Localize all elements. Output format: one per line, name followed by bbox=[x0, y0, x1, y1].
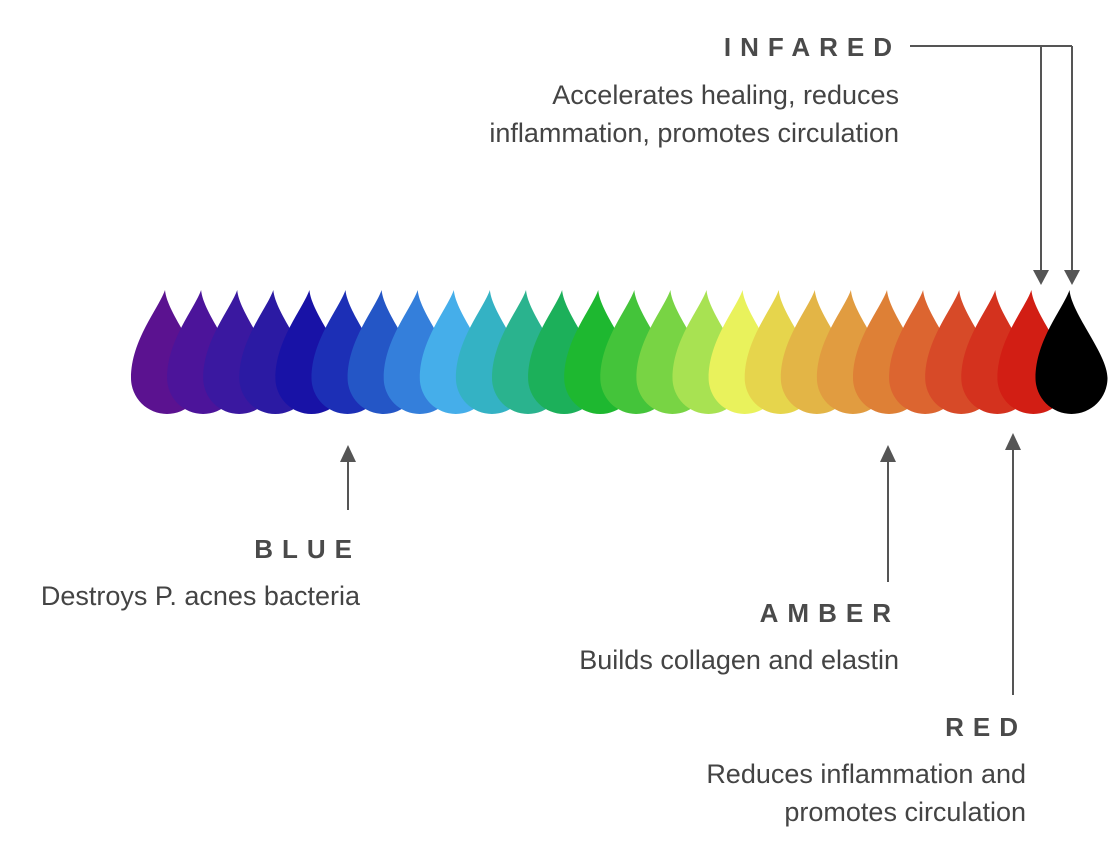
red-heading: RED bbox=[945, 712, 1027, 742]
infared-arrow-2-head bbox=[1064, 270, 1080, 285]
red-arrow-head bbox=[1005, 433, 1021, 450]
infared-description-line-1: Accelerates healing, reduces bbox=[552, 80, 899, 110]
infared-heading: INFARED bbox=[723, 32, 901, 62]
blue-heading: BLUE bbox=[254, 534, 361, 564]
red-description: Reduces inflammation and promotes circul… bbox=[706, 755, 1026, 831]
blue-description-line-1: Destroys P. acnes bacteria bbox=[40, 581, 360, 611]
blue-arrow-head bbox=[340, 445, 356, 462]
blue-description: Destroys P. acnes bacteria bbox=[41, 577, 360, 615]
amber-heading: AMBER bbox=[759, 598, 900, 628]
infrared-drop bbox=[1035, 290, 1108, 414]
red-description-line-1: Reduces inflammation and bbox=[706, 759, 1026, 789]
red-description-line-2: promotes circulation bbox=[784, 797, 1026, 827]
amber-description: Builds collagen and elastin bbox=[579, 641, 899, 679]
infared-description: Accelerates healing, reduces inflammatio… bbox=[489, 76, 899, 152]
infared-description-line-2: inflammation, promotes circulation bbox=[489, 118, 899, 148]
amber-description-line-1: Builds collagen and elastin bbox=[579, 645, 899, 675]
infared-arrow-1-head bbox=[1033, 270, 1049, 285]
amber-arrow-head bbox=[880, 445, 896, 462]
spectrum-drops bbox=[131, 290, 1108, 415]
